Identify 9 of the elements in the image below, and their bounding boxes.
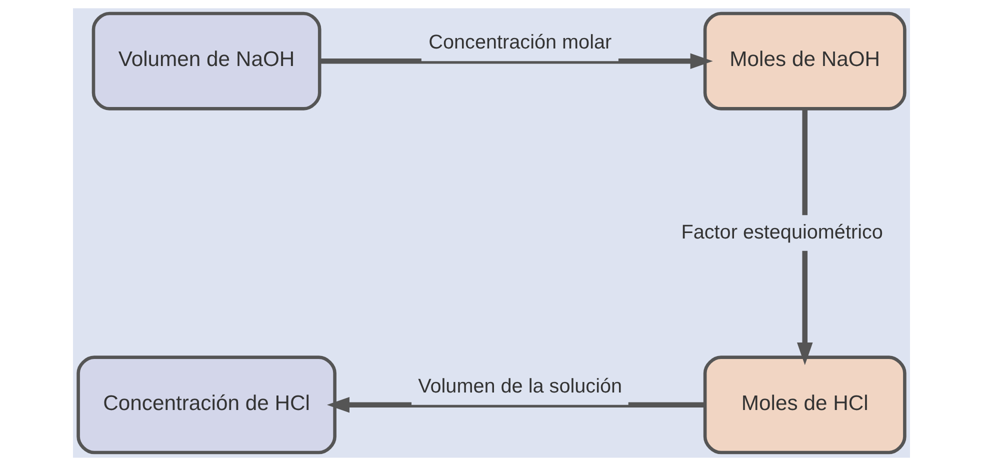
edge-label: Concentración molar [428, 32, 612, 54]
node-box: Concentración de HCl [76, 356, 336, 454]
node-box: Moles de HCl [702, 356, 906, 454]
arrow [326, 397, 704, 413]
node-box: Volumen de NaOH [91, 12, 321, 110]
node-box: Moles de NaOH [702, 12, 906, 110]
edge-label: Factor estequiométrico [680, 221, 882, 244]
edge-label: Volumen de la solución [418, 375, 622, 398]
arrow [319, 53, 712, 69]
